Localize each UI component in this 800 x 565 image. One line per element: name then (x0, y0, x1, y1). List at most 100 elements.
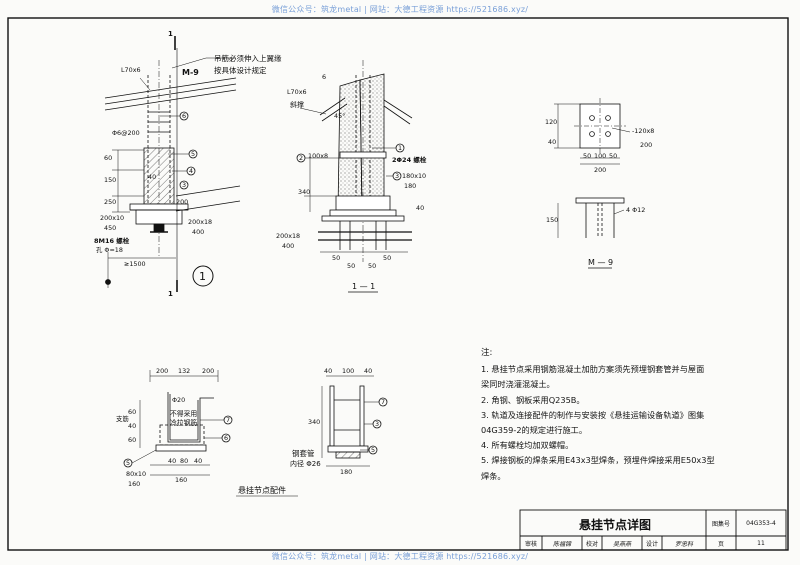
spacing-label: ≥1500 (124, 260, 146, 268)
notes-block: 注: 1. 悬挂节点采用钢筋混凝土加肋方案须先预埋钢套管并与屋面 梁同时浇灌混凝… (481, 346, 781, 484)
parts-left-plate: 80x10 (126, 470, 147, 478)
parts-left-dim-1: 200 (156, 367, 169, 375)
parts-left-plate-len: 160 (128, 480, 141, 488)
callout-main: 吊筋必须伸入上翼缘 (214, 54, 282, 63)
drawing-title: 悬挂节点详图 (578, 517, 651, 532)
main-bubble-2: 5 (191, 150, 196, 158)
plate-main-len: 400 (192, 228, 205, 236)
main-bolt: 8M16 螺栓 (94, 237, 130, 245)
parts-left-note2: 冷拉钢筋 (170, 419, 198, 427)
parts-left-bottom-3: 40 (194, 457, 203, 465)
main-hole: 孔 Φ=18 (96, 246, 123, 254)
parts-right-pipe: 钢套管 (292, 449, 315, 458)
parts-left-dim-2: 132 (178, 367, 191, 375)
detail-parts-right (321, 375, 388, 467)
design-label: 设计 (645, 540, 658, 548)
section-mark-top: 1 (168, 30, 173, 38)
m9-total: 200 (594, 166, 607, 174)
sec-plate-bottom-len: 400 (282, 242, 295, 250)
parts-right-dim-3: 40 (364, 367, 373, 375)
sec-bottom-dim-3: 50 (368, 262, 377, 270)
m9-bottom-dim-3: 50 (609, 152, 618, 160)
m9-rods: 4 Φ12 (626, 206, 646, 214)
sec-bubble-1: 1 (398, 144, 403, 152)
sec-plate-mid: 180x10 (402, 172, 427, 180)
check-label: 校对 (585, 540, 598, 548)
page-number: 11 (757, 539, 765, 547)
detail-m9 (554, 98, 631, 269)
parts-right-dim-1: 40 (324, 367, 333, 375)
sec-dim-340: 340 (298, 188, 311, 196)
dim-40: 40 (148, 173, 157, 181)
sec-bolt: 2Φ24 螺栓 (392, 156, 427, 164)
parts-left-side-1: 60 (128, 408, 137, 416)
note-line: 04G359-2的规定进行施工。 (481, 425, 588, 436)
parts-left-bubble-2: 6 (224, 434, 229, 442)
parts-left-bottom-2: 80 (180, 457, 189, 465)
sec-bottom-dim-2: 50 (347, 262, 356, 270)
parts-right-bubble-3: 5 (371, 446, 376, 454)
parts-caption: 悬挂节点配件 (238, 486, 286, 495)
sec-plate-mid-len: 180 (404, 182, 417, 190)
title-block (519, 509, 787, 551)
dim-250: 250 (104, 198, 117, 206)
note-line: 梁同时浇灌混凝土。 (481, 379, 555, 390)
sheet-border (7, 17, 789, 551)
parts-right-height: 340 (308, 418, 321, 426)
sec-bottom-dim-4: 50 (383, 254, 392, 262)
notes-heading: 注: (481, 348, 493, 358)
parts-left-total: 160 (175, 476, 188, 484)
detail-number: 1 (199, 270, 206, 283)
m9-tag: M-9 (182, 68, 199, 77)
m9-bottom-dim-2: 100 (594, 152, 607, 160)
parts-left-bubble-1: 7 (226, 416, 231, 424)
callout-sub: 按具体设计规定 (214, 66, 267, 75)
parts-left-bottom-1: 40 (168, 457, 177, 465)
note-line: 5. 焊接钢板的焊条采用E43x3型焊条，预埋件焊接采用E50x3型 (481, 455, 715, 466)
m9-dim-40: 40 (548, 138, 557, 146)
m9-rod-len: 150 (546, 216, 559, 224)
parts-left-bubble-3: 5 (126, 459, 131, 467)
sec-caption: 1 — 1 (352, 282, 376, 291)
sec-dim-40: 40 (416, 204, 425, 212)
note-line: 2. 角钢、钢板采用Q235B。 (481, 394, 585, 405)
section-mark-bottom: 1 (168, 290, 173, 298)
parts-right-bubble-2: 3 (375, 420, 380, 428)
main-bubble-4: 3 (182, 181, 187, 189)
sec-bubble-3: 3 (395, 172, 400, 180)
note-line: 1. 悬挂节点采用钢筋混凝土加肋方案须先预埋钢套管并与屋面 (481, 364, 705, 375)
review-signature: 陈福锦 (552, 540, 571, 548)
parts-right-dim-2: 100 (342, 367, 355, 375)
m9-dim-120: 120 (545, 118, 558, 126)
check-signature: 吴燕燕 (612, 540, 631, 548)
detail-parts-left (123, 370, 233, 476)
dim-150: 150 (104, 176, 117, 184)
m9-plate-w: 200 (640, 141, 653, 149)
note-line: 焊条。 (481, 470, 506, 481)
design-signature: 罗忠科 (674, 540, 693, 548)
main-angle-label: L70x6 (121, 66, 141, 74)
m9-bottom-dim-1: 50 (583, 152, 592, 160)
page-label: 页 (717, 540, 724, 548)
parts-left-side-2: 40 (128, 422, 137, 430)
sec-brace-label: 斜撑 (290, 101, 304, 109)
atlas-number: 04G353-4 (746, 519, 776, 527)
plate-lower-len: 450 (104, 224, 117, 232)
main-bubble-1: 6 (182, 112, 187, 120)
note-line: 4. 所有螺栓均加双螺帽。 (481, 440, 574, 451)
plate-main: 200x18 (188, 218, 213, 226)
dim-60: 60 (104, 154, 113, 162)
watermark-bottom: 微信公众号：筑龙metal | 网站：大德工程资源 https://521686… (271, 552, 529, 561)
parts-right-width: 180 (340, 468, 353, 476)
parts-left-rebar: Φ20 (172, 396, 186, 404)
sec-angle-label: L70x6 (287, 88, 307, 96)
sec-angle-45: 45° (334, 112, 346, 120)
parts-left-side-3: 60 (128, 436, 137, 444)
m9-plate: -120x8 (632, 127, 655, 135)
review-label: 审核 (524, 540, 537, 548)
sec-c6: 6 (322, 73, 327, 81)
plate-lower: 200x10 (100, 214, 125, 222)
watermark-top: 微信公众号：筑龙metal | 网站：大德工程资源 https://521686… (271, 5, 529, 14)
detail-section-1-1 (296, 60, 413, 293)
